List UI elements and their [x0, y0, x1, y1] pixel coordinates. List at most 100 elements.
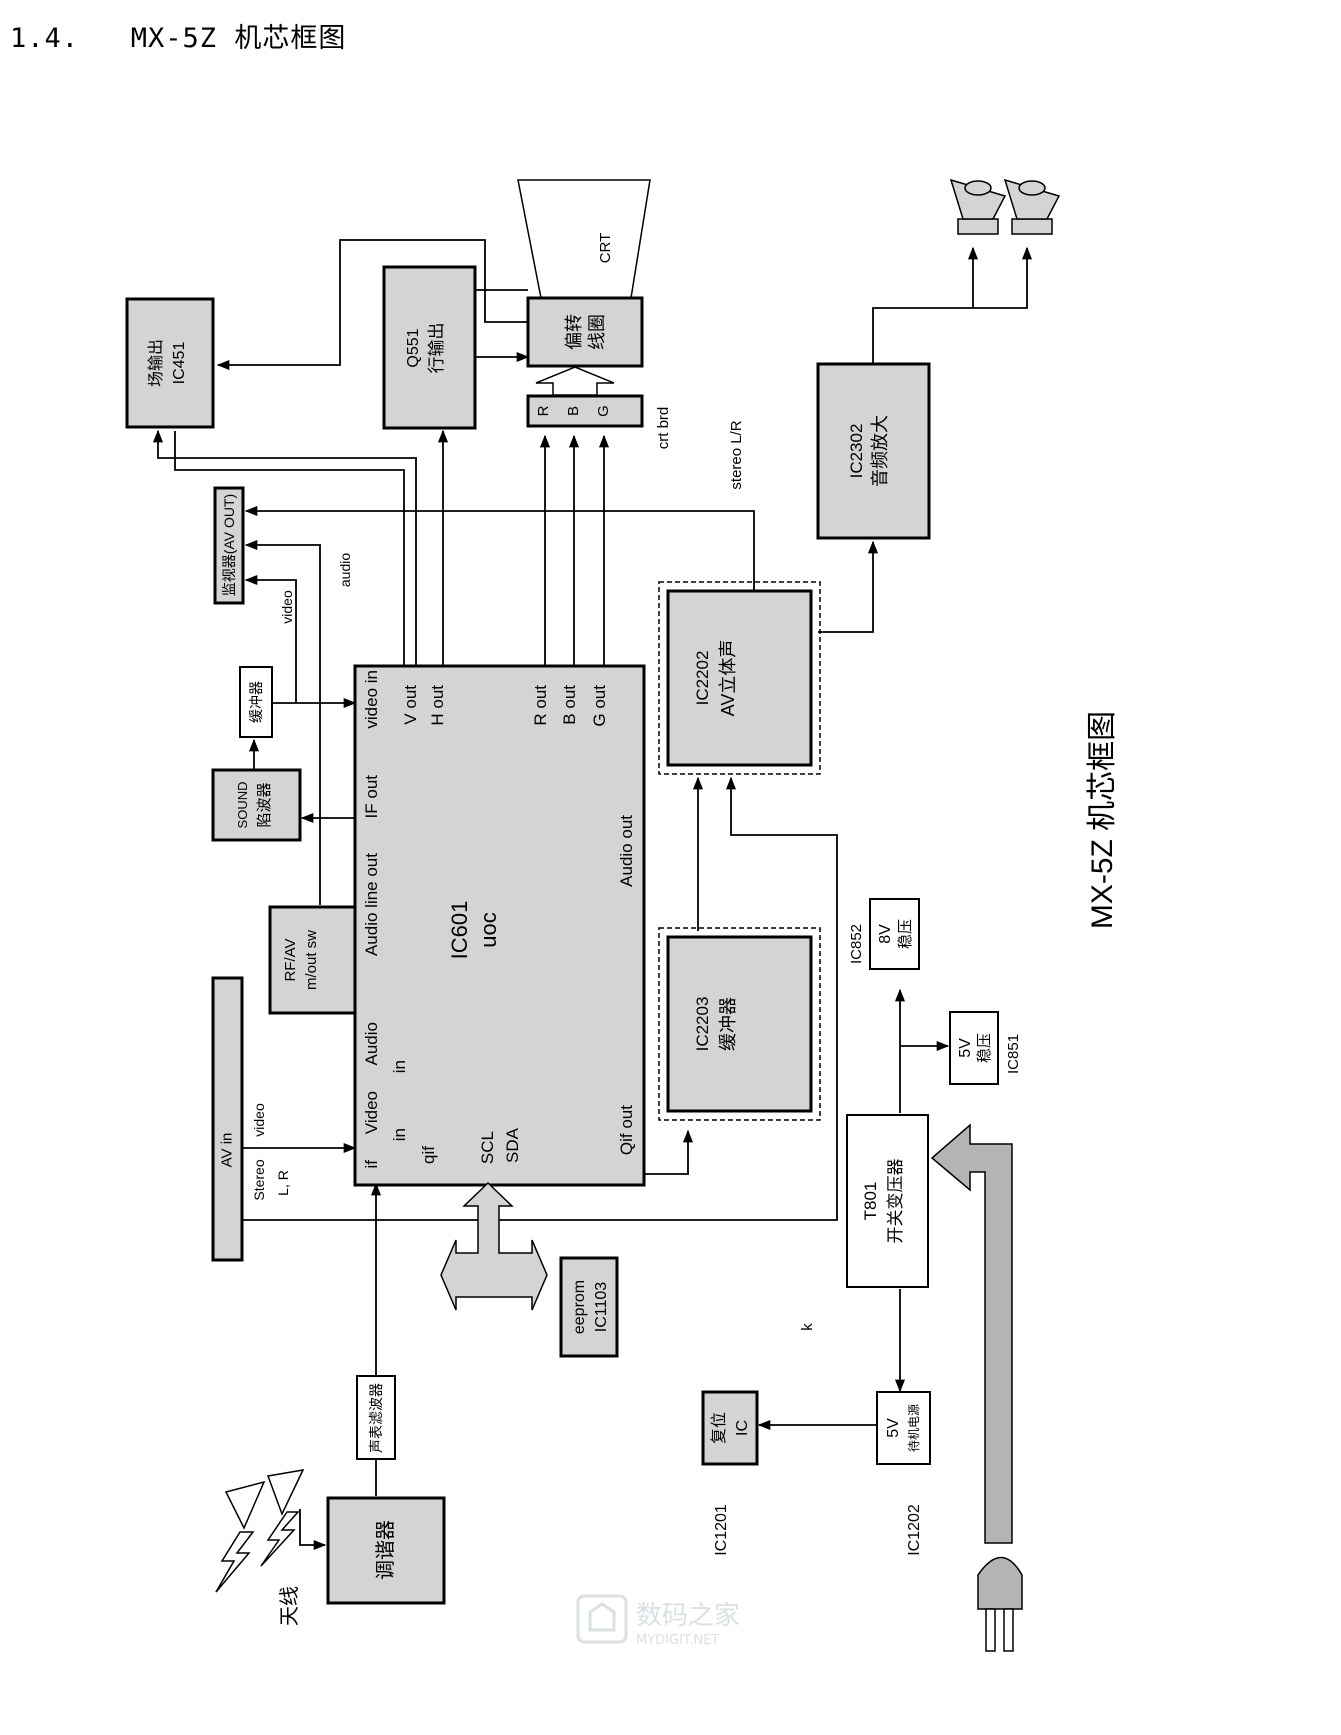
tuner-block: 调谐器 — [326, 1496, 446, 1605]
ic451-line2: IC451 — [171, 342, 188, 385]
ic601-block: IC601 uoc video in V out H out R out B o… — [353, 664, 646, 1187]
standby-line2: 待机电源 — [907, 1404, 921, 1452]
yoke-line2: 线圈 — [587, 314, 607, 350]
buffer-small-label: 缓冲器 — [248, 681, 264, 723]
monitor-av-out-block: 监视器(AV OUT) — [213, 486, 245, 605]
page-title: 1.4. MX-5Z 机芯框图 — [10, 23, 347, 54]
power-plug-icon — [977, 1556, 1023, 1652]
eeprom-line1: eeprom — [571, 1280, 588, 1334]
q551-line1: Q551 — [405, 328, 422, 367]
crt-board-b: B — [565, 406, 582, 416]
rfav-line2: m/out sw — [303, 930, 320, 990]
t801-line1: T801 — [861, 1182, 880, 1221]
t801-line2: 开关变压器 — [886, 1159, 905, 1244]
pin-audio-in: in — [390, 1060, 409, 1073]
video-signal-label: video — [279, 590, 295, 624]
pin-if: if — [362, 1160, 381, 1169]
sound-trap-line1: SOUND — [235, 782, 250, 829]
ic2203-line1: IC2203 — [693, 997, 712, 1052]
av-in-label: AV in — [219, 1133, 236, 1168]
watermark: 数码之家 MYDIGIT.NET — [576, 1594, 740, 1648]
pin-audio-out: Audio out — [617, 815, 636, 887]
ic851-line2: 稳压 — [976, 1033, 993, 1063]
signal-lines — [152, 239, 1033, 1551]
yoke-line1: 偏转 — [564, 314, 584, 350]
crt-board-g: G — [595, 405, 612, 417]
q551-line2: 行输出 — [427, 323, 446, 374]
audio-signal-label: audio — [337, 553, 353, 587]
monitor-label: 监视器(AV OUT) — [221, 494, 237, 596]
pin-v-out: V out — [401, 685, 420, 725]
stereo-label: Stereo — [251, 1159, 267, 1200]
q551-block: Q551 行输出 — [382, 265, 477, 430]
ic2202-line1: IC2202 — [693, 651, 712, 706]
pin-b-out: B out — [560, 685, 579, 725]
buffer-small-block: 缓冲器 — [239, 666, 273, 738]
eeprom-block: eeprom IC1103 — [559, 1256, 619, 1358]
ic851-label: IC851 — [1005, 1034, 1022, 1074]
pin-audio: Audio — [362, 1022, 381, 1065]
pin-g-out: G out — [590, 685, 609, 727]
reset-line2: IC — [734, 1420, 751, 1436]
crt-board-to-yoke-arrow — [535, 366, 615, 396]
crt-tube: CRT — [517, 179, 651, 299]
pin-sda: SDA — [503, 1127, 522, 1163]
power-feed-arrow — [930, 1123, 1013, 1544]
ic852-line2: 稳压 — [897, 919, 914, 949]
saw-filter-label: 声表滤波器 — [368, 1383, 384, 1453]
stereo-lr-label: stereo L/R — [728, 420, 745, 489]
pin-if-out: IF out — [362, 775, 381, 819]
standby-5v-block: 5V 待机电源 IC1202 — [876, 1391, 931, 1556]
pin-r-out: R out — [531, 685, 550, 726]
av-in-block: AV in — [211, 976, 244, 1262]
pin-video: Video — [362, 1091, 381, 1134]
pin-video-in: video in — [362, 670, 381, 729]
pin-audio-line-out: Audio line out — [362, 853, 381, 956]
sound-trap-line2: 陷波器 — [256, 782, 273, 827]
ic2203-line2: 缓冲器 — [718, 997, 738, 1051]
speaker-right-icon — [1003, 178, 1061, 235]
reset-line1: 复位 — [710, 1412, 728, 1444]
diagram-title: MX-5Z 机芯框图 — [1086, 711, 1119, 929]
crt-board: R B G crt brd — [526, 394, 672, 450]
ic851-block: 5V 稳压 IC851 — [949, 1011, 1022, 1085]
lr-label: L, R — [275, 1170, 291, 1196]
saw-filter-block: 声表滤波器 — [356, 1375, 396, 1460]
reset-label: IC1201 — [713, 1504, 730, 1556]
watermark-en: MYDIGIT.NET — [636, 1633, 719, 1648]
ic451-line1: 场输出 — [147, 339, 165, 387]
pin-video-in2: in — [390, 1128, 409, 1141]
ic2202-block: IC2202 AV立体声 — [658, 581, 821, 775]
ic601-name: IC601 — [447, 901, 472, 960]
pin-qif: qif — [419, 1146, 438, 1164]
ic451-block: 场输出 IC451 — [125, 297, 215, 429]
rfav-line1: RF/AV — [282, 938, 299, 981]
watermark-cn: 数码之家 — [636, 1601, 740, 1631]
tuner-label: 调谐器 — [374, 1520, 397, 1580]
crt-label: CRT — [597, 233, 614, 264]
crt-board-r: R — [535, 405, 552, 416]
rfav-switch-block: RF/AV m/out sw — [268, 905, 359, 1015]
pin-h-out: H out — [428, 685, 447, 726]
ic2302-block: IC2302 音频放大 — [816, 362, 931, 540]
ic2203-block: IC2203 缓冲器 — [658, 927, 821, 1121]
reset-ic-block: 复位 IC IC1201 — [701, 1390, 759, 1556]
antenna-label: 天线 — [278, 1586, 301, 1626]
crt-board-label: crt brd — [655, 407, 672, 450]
k-label: k — [799, 1323, 816, 1331]
ic2302-line2: 音频放大 — [870, 415, 890, 487]
i2c-bus-arrow — [440, 1181, 548, 1311]
pin-qif-out: Qif out — [617, 1105, 636, 1155]
eeprom-line2: IC1103 — [593, 1282, 610, 1333]
ic852-label: IC852 — [848, 924, 865, 964]
sound-trap-block: SOUND 陷波器 — [211, 768, 302, 842]
ic2302-line1: IC2302 — [847, 424, 866, 479]
yoke-block: 偏转 线圈 — [526, 296, 644, 368]
antenna-icon — [215, 1469, 305, 1593]
speaker-left-icon — [949, 178, 1007, 235]
ic852-line1: 8V — [877, 924, 894, 944]
standby-line1: 5V — [885, 1418, 902, 1438]
pin-scl: SCL — [478, 1131, 497, 1164]
ic601-sub: uoc — [476, 912, 501, 947]
